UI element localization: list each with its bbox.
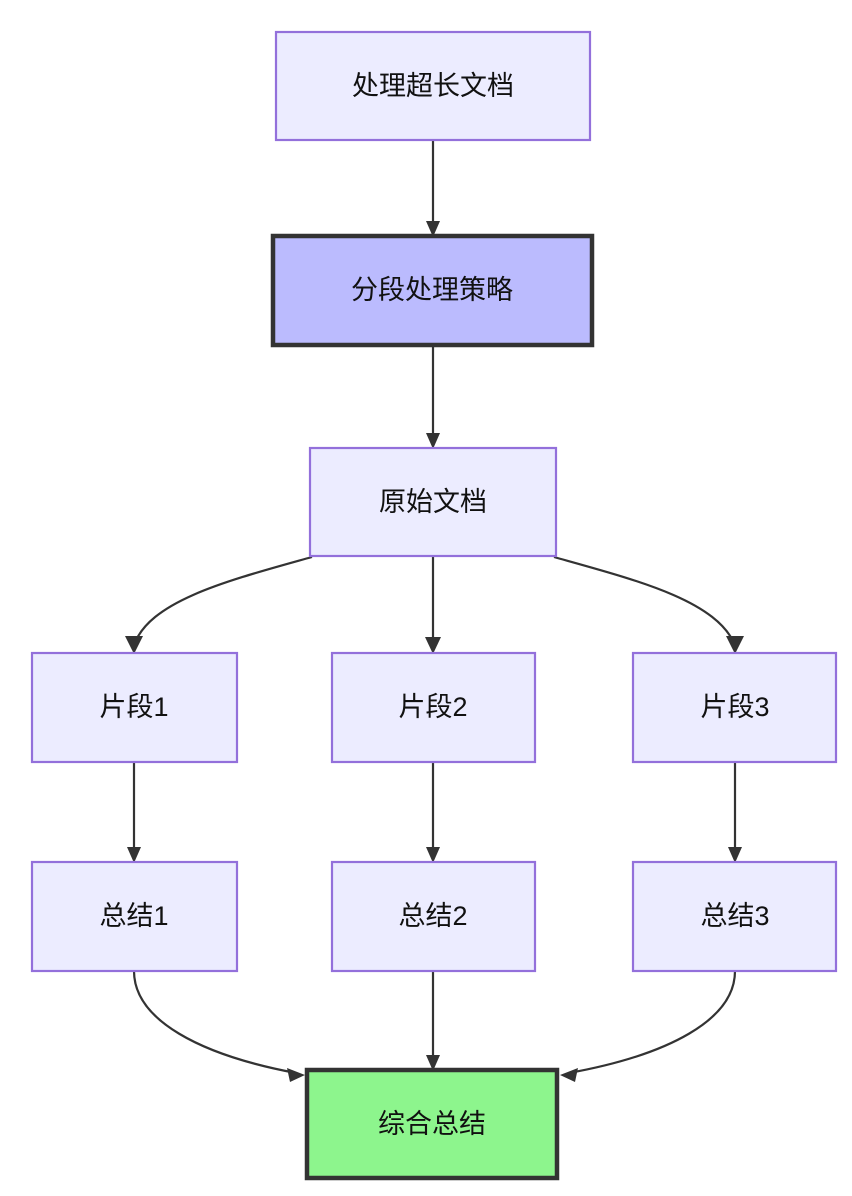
edge-summary2-to-final — [426, 971, 440, 1071]
node-source-doc[interactable]: 原始文档 — [308, 446, 558, 558]
arrow-head-icon — [127, 847, 141, 863]
node-label-summary1: 总结1 — [99, 901, 168, 931]
edge-strategy-to-source-doc — [426, 345, 440, 449]
edge-chunk2-to-summary2 — [426, 762, 440, 863]
edge-summary1-to-final — [132, 970, 305, 1082]
node-label-final: 综合总结 — [378, 1109, 486, 1139]
node-label-summary3: 总结3 — [700, 901, 769, 931]
node-label-chunk2: 片段2 — [398, 692, 467, 722]
node-summary2[interactable]: 总结2 — [330, 860, 537, 973]
arrow-head-icon — [560, 1068, 578, 1082]
node-label-strategy: 分段处理策略 — [351, 275, 513, 305]
node-label-chunk3: 片段3 — [700, 692, 769, 722]
node-strategy[interactable]: 分段处理策略 — [270, 233, 595, 348]
node-label-chunk1: 片段1 — [99, 692, 168, 722]
node-doc-long[interactable]: 处理超长文档 — [274, 30, 592, 142]
arrow-head-icon — [726, 636, 744, 654]
arrow-head-icon — [426, 1055, 440, 1071]
node-label-summary2: 总结2 — [398, 901, 467, 931]
arrow-head-icon — [125, 636, 143, 654]
node-final[interactable]: 综合总结 — [304, 1067, 560, 1181]
node-chunk1[interactable]: 片段1 — [30, 651, 239, 764]
edges-layer — [125, 140, 744, 1082]
arrow-head-icon — [426, 847, 440, 863]
arrow-head-icon — [426, 221, 440, 237]
node-summary1[interactable]: 总结1 — [30, 860, 239, 973]
edge-source-doc-to-chunk3 — [553, 555, 744, 654]
node-chunk3[interactable]: 片段3 — [631, 651, 838, 764]
edge-chunk1-to-summary1 — [127, 762, 141, 863]
edge-summary3-to-final — [560, 970, 737, 1082]
node-chunk2[interactable]: 片段2 — [330, 651, 537, 764]
arrow-head-icon — [425, 637, 441, 654]
node-summary3[interactable]: 总结3 — [631, 860, 838, 973]
edge-chunk3-to-summary3 — [728, 762, 742, 863]
nodes-layer: 处理超长文档 分段处理策略 原始文档 片段1 片段2 片段3 — [30, 30, 838, 1181]
arrow-head-icon — [287, 1068, 305, 1082]
arrow-head-icon — [426, 433, 440, 449]
node-label-doc-long: 处理超长文档 — [352, 71, 514, 101]
arrow-head-icon — [728, 847, 742, 863]
edge-doc-long-to-strategy — [426, 140, 440, 237]
edge-source-doc-to-chunk1 — [125, 555, 313, 654]
edge-source-doc-to-chunk2 — [425, 556, 441, 654]
node-label-source-doc: 原始文档 — [379, 487, 487, 517]
